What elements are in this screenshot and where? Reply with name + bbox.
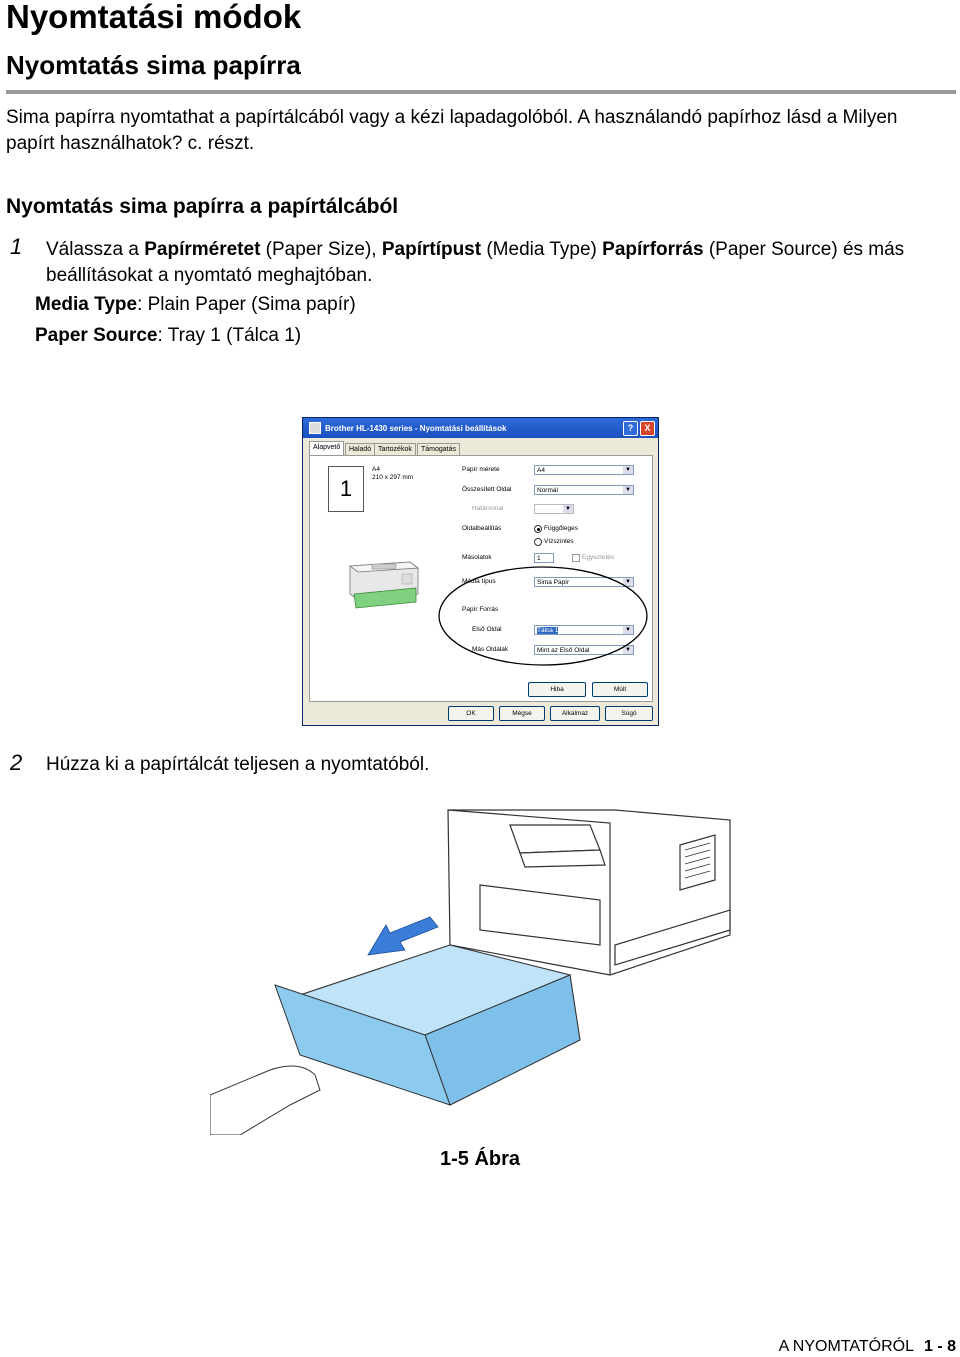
page-number: 1 - 8 bbox=[923, 1338, 956, 1355]
copies-label: Másolatok bbox=[462, 554, 492, 561]
other-pages-select[interactable]: Mint az Első Oldal▼ bbox=[534, 645, 634, 655]
collate-checkbox[interactable] bbox=[572, 554, 580, 562]
dialog-title: Brother HL-1430 series - Nyomtatási beál… bbox=[325, 423, 507, 433]
collate-label: Egyeztetés bbox=[582, 554, 615, 561]
chevron-down-icon: ▼ bbox=[623, 646, 633, 654]
border-label: Határvonal bbox=[472, 505, 504, 512]
landscape-label: Vízszintes bbox=[544, 538, 574, 545]
border-select: ▼ bbox=[534, 504, 574, 514]
pages-per-sheet-select[interactable]: Normál▼ bbox=[534, 485, 634, 495]
ok-button[interactable]: OK bbox=[448, 706, 494, 721]
intro-paragraph: Sima papírra nyomtathat a papírtálcából … bbox=[6, 107, 898, 154]
paper-size-info: A4 bbox=[372, 466, 380, 473]
paper-size-label: Papír mérete bbox=[462, 466, 500, 473]
chevron-down-icon: ▼ bbox=[623, 466, 633, 474]
orientation-label: Oldalbeállítás bbox=[462, 525, 502, 532]
highlight-ellipse bbox=[438, 566, 648, 666]
setting-paper-source: Paper Source: Tray 1 (Tálca 1) bbox=[35, 325, 302, 346]
printer-logo-icon bbox=[309, 422, 321, 434]
copies-input[interactable]: 1 bbox=[534, 553, 554, 563]
tab-support[interactable]: Támogatás bbox=[417, 443, 461, 456]
portrait-radio[interactable] bbox=[534, 525, 542, 533]
chevron-down-icon: ▼ bbox=[623, 486, 633, 494]
cancel-button[interactable]: Mégse bbox=[499, 706, 545, 721]
close-icon[interactable]: X bbox=[640, 421, 655, 436]
other-pages-label: Más Oldalak bbox=[472, 646, 509, 653]
help-button[interactable]: Súgó bbox=[605, 706, 653, 721]
paper-dimension-info: 210 x 297 mm bbox=[372, 474, 414, 481]
media-type-select[interactable]: Sima Papír▼ bbox=[534, 577, 634, 587]
chevron-down-icon: ▼ bbox=[563, 505, 573, 513]
first-page-select[interactable]: Tálca 1▼ bbox=[534, 625, 634, 635]
tab-basic[interactable]: Alapvető bbox=[309, 441, 345, 457]
footer-section: A NYOMTATÓRÓL bbox=[778, 1338, 914, 1355]
print-settings-dialog: Brother HL-1430 series - Nyomtatási beál… bbox=[302, 417, 659, 726]
printer-image bbox=[348, 561, 420, 609]
settings-panel: 1 A4 210 x 297 mm Papír mérete A4▼ Össze… bbox=[309, 455, 653, 702]
page-footer: A NYOMTATÓRÓL 1 - 8 bbox=[779, 1338, 956, 1356]
chevron-down-icon: ▼ bbox=[623, 626, 633, 634]
printer-tray-illustration bbox=[210, 809, 731, 1135]
paper-size-select[interactable]: A4▼ bbox=[534, 465, 634, 475]
first-page-label: Első Oldal bbox=[472, 626, 502, 633]
step-1-text: Válassza a Papírméretet (Paper Size), Pa… bbox=[46, 239, 905, 286]
landscape-radio[interactable] bbox=[534, 538, 542, 546]
page-preview: 1 bbox=[328, 466, 364, 512]
page-title: Nyomtatási módok bbox=[6, 0, 302, 35]
section-divider bbox=[6, 90, 956, 94]
step-2-text: Húzza ki a papírtálcát teljesen a nyomta… bbox=[46, 754, 430, 775]
section-title: Nyomtatás sima papírra bbox=[6, 50, 301, 80]
figure-caption: 1-5 Ábra bbox=[439, 1148, 521, 1170]
tab-accessories[interactable]: Tartozékok bbox=[374, 443, 416, 456]
pages-per-sheet-label: Összesített Oldal bbox=[462, 486, 512, 493]
defaults-button[interactable]: Hiba bbox=[528, 682, 586, 697]
apply-button[interactable]: Alkalmaz bbox=[550, 706, 600, 721]
help-icon[interactable]: ? bbox=[623, 421, 638, 436]
chevron-down-icon: ▼ bbox=[623, 578, 633, 586]
step-1-number: 1 bbox=[10, 234, 23, 259]
dialog-titlebar: Brother HL-1430 series - Nyomtatási beál… bbox=[303, 418, 658, 438]
subsection-title: Nyomtatás sima papírra a papírtálcából bbox=[6, 195, 399, 218]
step-2-number: 2 bbox=[10, 750, 23, 775]
about-button[interactable]: Múlt bbox=[592, 682, 648, 697]
media-type-label: Média típus bbox=[462, 578, 496, 585]
portrait-label: Függőleges bbox=[544, 525, 578, 532]
paper-source-label: Papír Forrás bbox=[462, 606, 499, 613]
setting-media-type: Media Type: Plain Paper (Sima papír) bbox=[35, 294, 356, 315]
